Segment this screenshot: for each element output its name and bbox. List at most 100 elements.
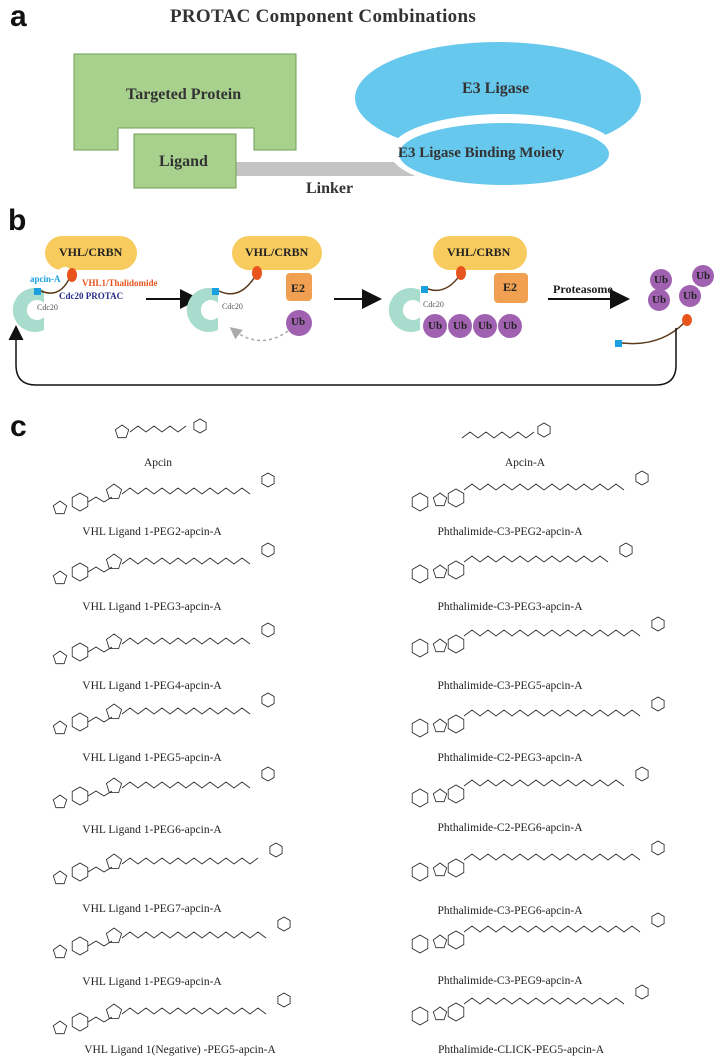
pyrrolidine-ring [105, 553, 123, 569]
thiazole-ring [52, 570, 68, 585]
panel-a-title: PROTAC Component Combinations [170, 6, 477, 27]
apcin-a-chain [461, 431, 535, 439]
ligand-label: Ligand [159, 153, 208, 170]
ub-label-s4-3: Ub [652, 294, 667, 306]
pyrimidine-ring [651, 912, 665, 928]
isoindole-ring [432, 862, 448, 877]
e3-binding-moiety-label: E3 Ligase Binding Moiety [398, 145, 565, 161]
ub-label-s4-4: Ub [683, 290, 698, 302]
isoindole-ring [432, 638, 448, 653]
peg-linker-3 [463, 709, 641, 717]
isoindole-ring [432, 718, 448, 733]
vhl-thalidomide-label: VHL1/Thalidomide [82, 278, 158, 288]
pyrimidine-ring [651, 616, 665, 632]
e3-ligase-label: E3 Ligase [462, 80, 530, 97]
peg-linker-3 [121, 707, 251, 715]
phenyl-ring [71, 786, 89, 806]
phenyl-ring [71, 492, 89, 512]
thiazole-ring [52, 944, 68, 959]
vhl-chain [87, 646, 113, 653]
pyrrolidine-ring [105, 703, 123, 719]
isoindole-ring [432, 788, 448, 803]
structure-label-left-8: VHL Ligand 1(Negative) -PEG5-apcin-A [84, 1044, 276, 1056]
thiazole-ring [52, 870, 68, 885]
vhl-chain [87, 716, 113, 723]
structure-label-right-8: Phthalimide-CLICK-PEG5-apcin-A [437, 1044, 605, 1056]
phthalimide-ring [447, 488, 465, 508]
cdc20-label-1: Cdc20 [37, 303, 58, 312]
pyrimidine-ring [635, 984, 649, 1000]
ub-label-s4-1: Ub [654, 274, 669, 286]
structure-label-left-2: VHL Ligand 1-PEG3-apcin-A [82, 601, 222, 613]
glutarimide-ring [411, 788, 429, 808]
structure-label-right-3: Phthalimide-C3-PEG5-apcin-A [437, 680, 583, 692]
ub-label-s4-2: Ub [696, 270, 711, 282]
pyrrolidine-ring [105, 777, 123, 793]
pyrimidine-ring [193, 418, 207, 434]
structure-label-apcin: Apcin [143, 457, 173, 469]
vhl-chain [87, 1016, 113, 1023]
ub-label-s3-3: Ub [478, 320, 493, 332]
ub-label-s3-1: Ub [428, 320, 443, 332]
isoindole-ring [432, 1006, 448, 1021]
thiazole-ring [52, 794, 68, 809]
glutarimide-ring [411, 934, 429, 954]
structure-label-right-7: Phthalimide-C3-PEG9-apcin-A [437, 975, 583, 987]
structure-label-right-1: Phthalimide-C3-PEG2-apcin-A [437, 526, 583, 538]
protac-components-diagram [73, 42, 641, 190]
structure-label-left-3: VHL Ligand 1-PEG4-apcin-A [82, 680, 222, 692]
phthalimide-ring [447, 930, 465, 950]
linker-label: Linker [306, 180, 354, 197]
glutarimide-ring [411, 638, 429, 658]
isoindole-ring [432, 492, 448, 507]
pyrimidine-ring [277, 992, 291, 1008]
phenyl-ring [71, 642, 89, 662]
pyrimidine-ring [277, 916, 291, 932]
panel-a-letter: a [10, 0, 27, 33]
phenyl-ring [71, 936, 89, 956]
glutarimide-ring [411, 492, 429, 512]
structure-label-apcin-a: Apcin-A [504, 457, 546, 469]
structure-label-left-1: VHL Ligand 1-PEG2-apcin-A [82, 526, 222, 538]
structure-label-right-5: Phthalimide-C2-PEG6-apcin-A [437, 822, 583, 834]
pyrimidine-ring [261, 622, 275, 638]
structure-label-left-5: VHL Ligand 1-PEG6-apcin-A [82, 824, 222, 836]
peg-linker-5 [121, 857, 259, 865]
thiazole-ring [52, 1020, 68, 1035]
e3-binding-moiety-shape [399, 123, 609, 185]
proteasome-label: Proteasome [553, 282, 613, 296]
phthalimide-ring [447, 714, 465, 734]
pyrimidine-ring [261, 766, 275, 782]
pyrimidine-ring [635, 766, 649, 782]
isoindole-ring [432, 564, 448, 579]
peg-linker-7 [463, 997, 625, 1005]
peg-linker-4 [463, 779, 625, 787]
vhl-chain [87, 566, 113, 573]
panel-c-letter: c [10, 410, 27, 443]
targeted-protein-shape [73, 53, 297, 151]
e2-label-2: E2 [503, 280, 518, 294]
structure-label-left-7: VHL Ligand 1-PEG9-apcin-A [82, 976, 222, 988]
pyrimidine-ring [261, 542, 275, 558]
phthalimide-ring [447, 560, 465, 580]
structure-label-right-6: Phthalimide-C3-PEG6-apcin-A [437, 905, 583, 917]
e2-label-1: E2 [291, 281, 306, 295]
pyrimidine-ring [635, 470, 649, 486]
peg-linker-0 [463, 483, 625, 491]
vhl-crbn-label-3: VHL/CRBN [447, 245, 511, 259]
ub-label-s3-2: Ub [453, 320, 468, 332]
vhl-crbn-label-1: VHL/CRBN [59, 245, 123, 259]
phenyl-ring [71, 562, 89, 582]
linker-bar [236, 162, 426, 176]
phenyl-ring [71, 1012, 89, 1032]
thiazole-ring [52, 720, 68, 735]
peg-linker-6 [121, 931, 267, 939]
glutarimide-ring [411, 564, 429, 584]
phthalimide-ring [447, 784, 465, 804]
peg-linker-1 [463, 555, 609, 563]
peg-linker-4 [121, 781, 251, 789]
apcin-a-label: apcin-A [30, 274, 61, 284]
peg-linker-2 [121, 637, 251, 645]
glutarimide-ring [411, 1006, 429, 1026]
vhl-chain [87, 496, 113, 503]
